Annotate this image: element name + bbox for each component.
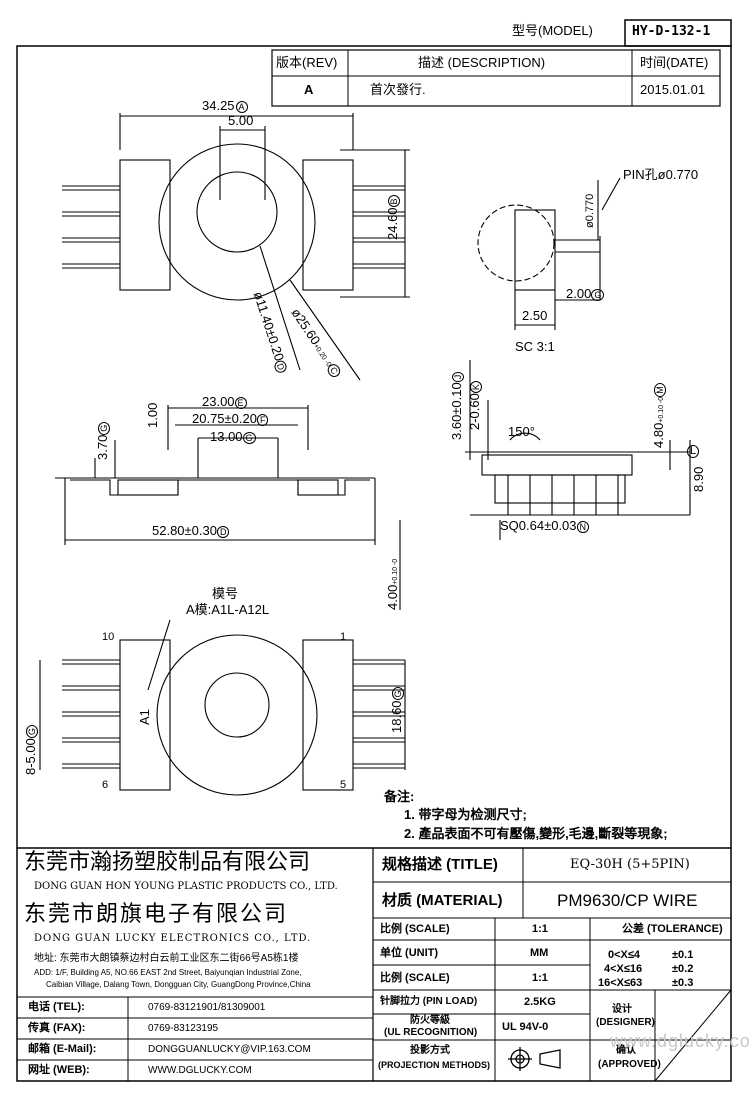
tol2-range: 4<X≤16	[604, 963, 643, 975]
pin-label-1: 1	[340, 631, 347, 643]
address-en-1: ADD: 1/F, Building A5, NO.66 EAST 2nd St…	[34, 968, 302, 977]
spec-title-label: 规格描述 (TITLE)	[382, 856, 498, 873]
pin-label-10: 10	[102, 631, 115, 643]
pin-load-label: 针脚拉力 (PIN LOAD)	[380, 996, 478, 1007]
spec-material-label: 材质 (MATERIAL)	[382, 892, 503, 909]
scale2-label: 比例 (SCALE)	[380, 972, 450, 984]
mold-value: A模:A1L-A12L	[186, 602, 270, 617]
company-cn-2: 东莞市朗旗电子有限公司	[24, 902, 289, 927]
rev-label: 版本(REV)	[276, 55, 338, 70]
sv-dim-890-mark: L	[687, 445, 700, 458]
bv-pitch: 8-5.00G	[23, 725, 38, 775]
dim-core-width: 5.00	[228, 113, 254, 128]
approved-cn: 确认	[616, 1045, 636, 1056]
tol3-value: ±0.3	[672, 977, 694, 989]
note-1: 1. 带字母为检测尺寸;	[404, 807, 527, 822]
fire-label-cn: 防火等級	[410, 1015, 450, 1026]
proj-label-en: (PROJECTION METHODS)	[378, 1060, 491, 1070]
tel-label: 电话 (TEL):	[28, 1001, 85, 1013]
scale-note: SC 3:1	[515, 339, 555, 354]
tol2-value: ±0.2	[672, 963, 694, 975]
address-en-2: Caibian Village, Dalang Town, Dongguan C…	[46, 980, 311, 989]
model-value: HY-D-132-1	[632, 24, 711, 39]
mail-label: 邮箱 (E-Mail):	[28, 1043, 97, 1055]
tel-value: 0769-83121901/81309001	[148, 1002, 266, 1013]
tol3-range: 16<X≤63	[598, 977, 643, 989]
tol1-range: 0<X≤4	[608, 949, 641, 961]
model-label: 型号(MODEL)	[512, 23, 593, 38]
designer-en: (DESIGNER)	[596, 1017, 655, 1028]
web-label: 网址 (WEB):	[28, 1064, 90, 1076]
approved-en: (APPROVED)	[598, 1059, 661, 1070]
mold-label: 模号	[212, 586, 239, 601]
sv-angle: 150°	[508, 424, 535, 439]
unit-value: MM	[530, 947, 549, 959]
bv-1860: 18.60G	[389, 687, 404, 733]
spec-title-value: EQ-30H (5+5PIN)	[570, 857, 690, 872]
note-2: 2. 產品表面不可有壓傷,變形,毛邊,斷裂等現象;	[404, 826, 668, 841]
company-cn-1: 东莞市瀚扬塑胶制品有限公司	[24, 850, 311, 875]
unit-label: 单位 (UNIT)	[380, 947, 439, 959]
pin-hole-label: PIN孔ø0.770	[623, 167, 699, 182]
address-cn: 地址: 东莞市大朗镇蔡边村白云前工业区东二街66号A5栋1楼	[34, 953, 299, 964]
spec-material-value: PM9630/CP WIRE	[557, 891, 698, 910]
mold-mark: A1	[137, 709, 152, 725]
fax-value: 0769-83123195	[148, 1023, 219, 1034]
designer-cn: 设计	[612, 1004, 632, 1015]
scale-label: 比例 (SCALE)	[380, 923, 450, 935]
company-en-2: DONG GUAN LUCKY ELECTRONICS CO., LTD.	[34, 933, 312, 944]
desc-label: 描述 (DESCRIPTION)	[418, 55, 546, 70]
pin-len2: 2.50	[522, 308, 548, 323]
web-value[interactable]: WWW.DGLUCKY.COM	[148, 1065, 252, 1076]
tol1-value: ±0.1	[672, 949, 694, 961]
rev-value: A	[304, 82, 314, 97]
notes-title: 备注:	[384, 789, 415, 804]
desc-value: 首次發行.	[370, 82, 426, 97]
pin-label-6: 6	[102, 779, 109, 791]
proj-label-cn: 投影方式	[410, 1045, 450, 1056]
pin-load-value: 2.5KG	[524, 996, 556, 1008]
mail-value[interactable]: DONGGUANLUCKY@VIP.163.COM	[148, 1044, 311, 1055]
tolerance-label: 公差 (TOLERANCE)	[622, 923, 723, 935]
scale2-value: 1:1	[532, 972, 548, 984]
date-value: 2015.01.01	[640, 82, 706, 97]
fax-label: 传真 (FAX):	[28, 1022, 86, 1034]
pin-label-5: 5	[340, 779, 347, 791]
fire-value: UL 94V-0	[502, 1021, 549, 1033]
fire-label-en: (UL RECOGNITION)	[384, 1027, 478, 1038]
scale-value: 1:1	[532, 923, 548, 935]
company-en-1: DONG GUAN HON YOUNG PLASTIC PRODUCTS CO.…	[34, 881, 338, 892]
watermark: www.dglucky.com	[610, 1031, 750, 1051]
date-label: 时间(DATE)	[640, 55, 709, 70]
projection-symbol-icon	[508, 1047, 561, 1071]
